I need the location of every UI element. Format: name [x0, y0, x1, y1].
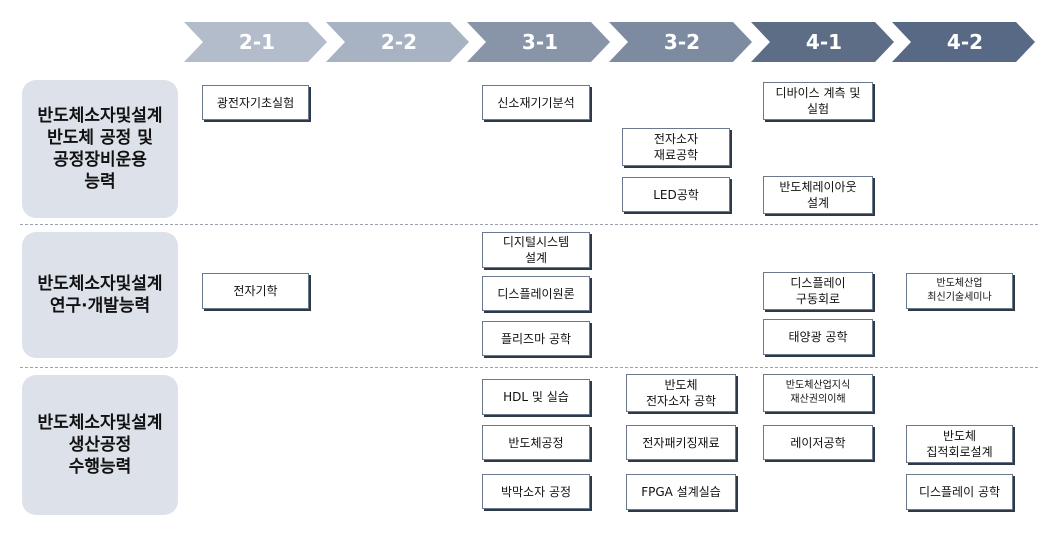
course-box: 디스플레이원론 [482, 276, 590, 311]
category-process-equipment: 반도체소자및설계 반도체 공정 및 공정장비운용 능력 [22, 80, 178, 218]
semester-arrow-2-2 [326, 22, 469, 62]
row-divider [20, 224, 1038, 225]
semester-arrow-4-2 [892, 22, 1035, 62]
semester-label-4-2: 4-2 [946, 30, 984, 54]
semester-label-3-2: 3-2 [663, 30, 701, 54]
course-box: 디바이스 계측 및 실험 [763, 82, 873, 120]
course-box: LED공학 [622, 177, 730, 212]
category-production-process: 반도체소자및설계 생산공정 수행능력 [22, 375, 178, 515]
course-box: 박막소자 공정 [482, 474, 590, 509]
semester-arrow-4-1 [751, 22, 894, 62]
course-box: 디스플레이 공학 [906, 474, 1013, 510]
course-box: 플리즈마 공학 [482, 321, 590, 356]
semester-arrow-3-1 [467, 22, 610, 62]
course-box: 신소재기기분석 [482, 85, 590, 120]
semester-label-4-1: 4-1 [805, 30, 843, 54]
course-box: 전자기학 [202, 273, 309, 309]
course-box: 광전자기초실험 [202, 85, 309, 120]
semester-label-2-1: 2-1 [238, 30, 276, 54]
course-box: 반도체산업 최신기술세미나 [906, 273, 1013, 309]
course-box: 전자패키징재료 [626, 425, 736, 460]
course-box: 반도체 집적회로설계 [906, 425, 1013, 463]
course-box: FPGA 설계실습 [626, 474, 736, 510]
course-box: 전자소자 재료공학 [622, 128, 730, 166]
course-box: 반도체공정 [482, 425, 590, 460]
semester-label-3-1: 3-1 [521, 30, 559, 54]
course-box: 태양광 공학 [763, 319, 873, 355]
course-box: 반도체레이아웃 설계 [763, 176, 873, 214]
row-divider [20, 367, 1038, 368]
semester-label-2-2: 2-2 [380, 30, 418, 54]
category-research-development: 반도체소자및설계 연구·개발능력 [22, 232, 178, 358]
course-box: 디스플레이 구동회로 [763, 272, 873, 310]
course-box: 레이저공학 [763, 425, 873, 460]
course-box: 반도체 전자소자 공학 [626, 374, 736, 412]
course-box: 반도체산업지식 재산권의이해 [763, 374, 873, 412]
course-box: 디지털시스템 설계 [482, 232, 590, 268]
semester-arrow-3-2 [609, 22, 752, 62]
course-box: HDL 및 실습 [482, 379, 590, 415]
semester-arrow-2-1 [184, 22, 327, 62]
semester-arrow-bar [184, 22, 1035, 62]
